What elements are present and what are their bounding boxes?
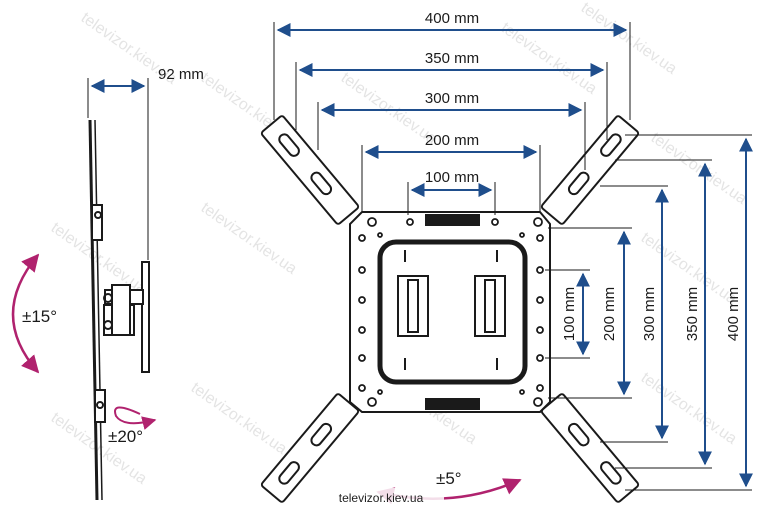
arm-top-right	[540, 115, 640, 225]
h-dim-200: 200 mm	[425, 132, 479, 149]
front-view	[260, 115, 640, 503]
tilt-arc	[11, 253, 40, 374]
vesa-holes	[358, 217, 544, 407]
h-dim-400: 400 mm	[425, 10, 479, 27]
h-extension-lines	[273, 22, 631, 215]
h-dim-100: 100 mm	[425, 169, 479, 186]
swivel-label: ±20°	[108, 427, 143, 446]
swivel-arrow	[114, 406, 157, 430]
watermark: televizor.kiev.ua	[648, 129, 750, 208]
v-dim-300: 300 mm	[641, 287, 658, 341]
arm-bottom-left	[260, 393, 360, 503]
rotate-label: ±5°	[436, 469, 462, 488]
watermark: televizor.kiev.ua	[578, 0, 680, 78]
site-caption: televizor.kiev.ua	[339, 491, 424, 505]
caption-box	[318, 488, 444, 508]
h-dim-350: 350 mm	[425, 50, 479, 67]
side-view	[87, 78, 150, 501]
watermark: televizor.kiev.ua	[198, 199, 300, 278]
h-dim-300: 300 mm	[425, 90, 479, 107]
arm-bottom-right	[540, 393, 640, 503]
arm-top-left	[260, 115, 360, 225]
v-dim-400: 400 mm	[725, 287, 742, 341]
v-dimension-arrows	[576, 137, 753, 488]
h-dimension-arrows	[276, 23, 628, 197]
v-dim-200: 200 mm	[601, 287, 618, 341]
v-dim-350: 350 mm	[684, 287, 701, 341]
depth-label: 92 mm	[158, 66, 204, 83]
watermark: televizor.kiev.ua	[498, 19, 600, 98]
v-dim-100: 100 mm	[561, 287, 578, 341]
watermark: televizor.kiev.ua	[188, 379, 290, 458]
v-dimension-labels: 100 mm 200 mm 300 mm 350 mm 400 mm	[561, 287, 742, 341]
v-extension-lines	[545, 134, 752, 491]
tilt-label: ±15°	[22, 307, 57, 326]
h-dimension-labels: 400 mm 350 mm 300 mm 200 mm 100 mm	[425, 10, 479, 186]
watermark: televizor.kiev.ua	[638, 369, 740, 448]
